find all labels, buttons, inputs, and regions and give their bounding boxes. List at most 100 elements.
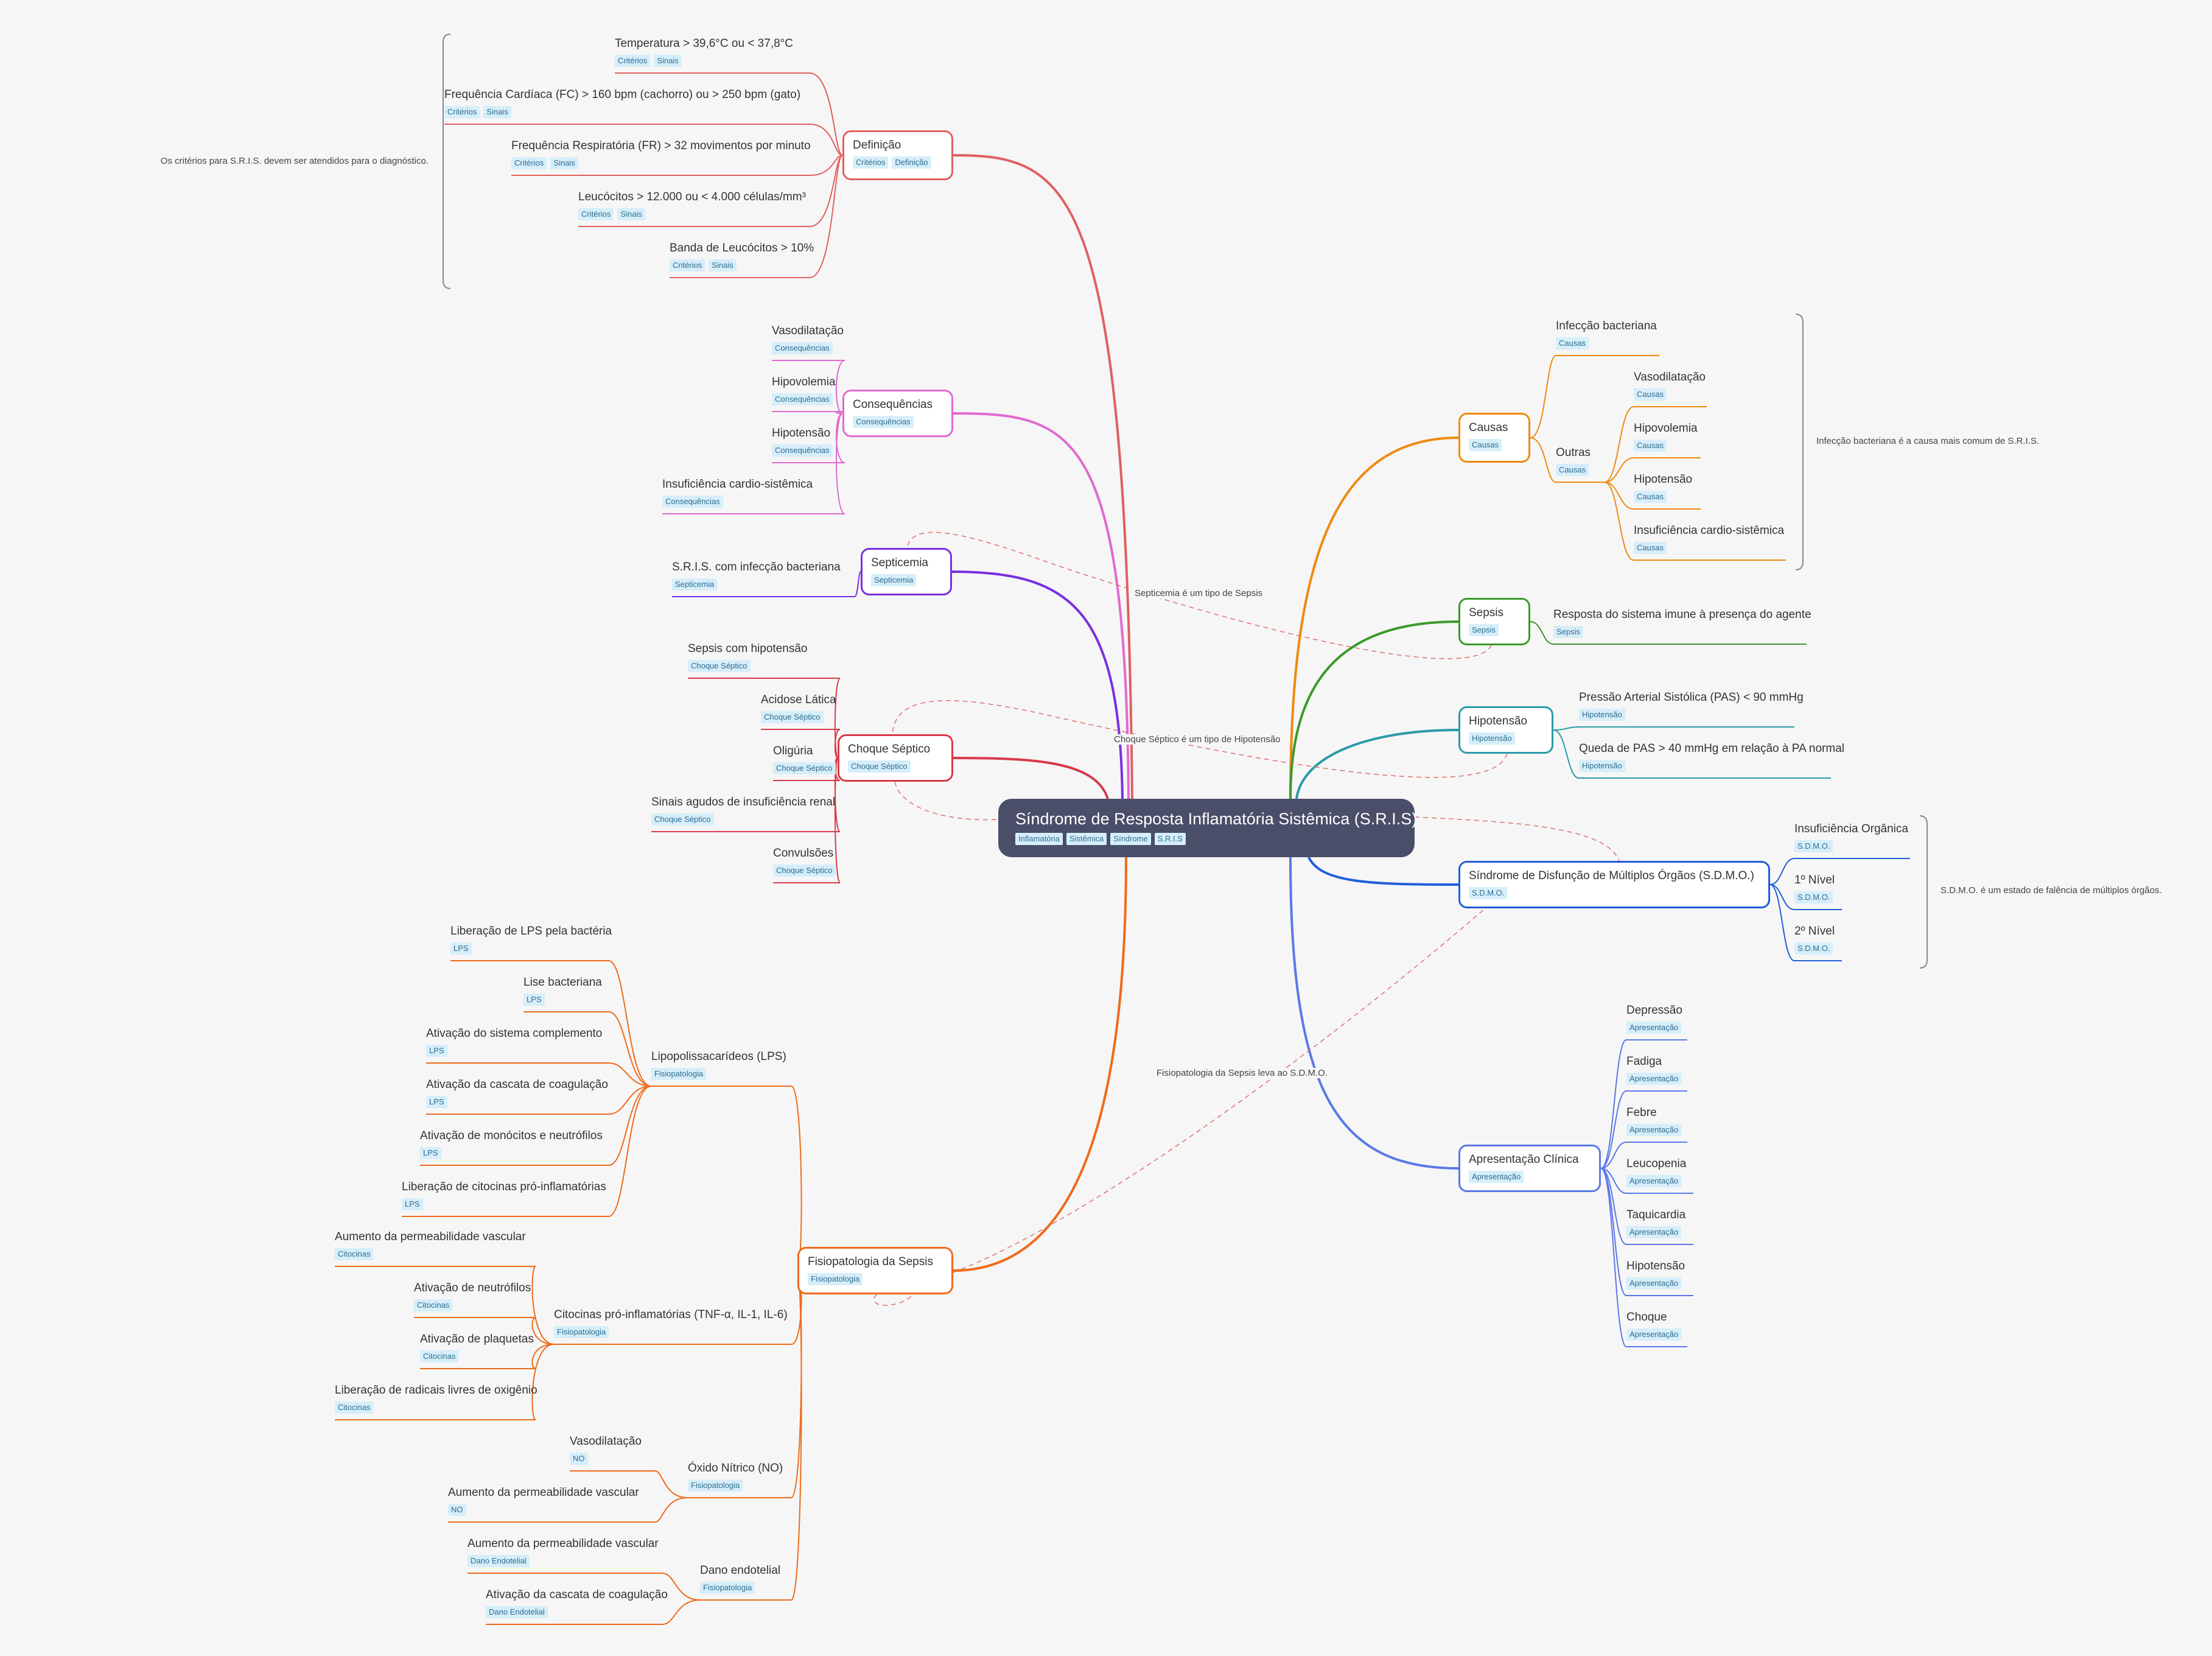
node-label: Ativação de plaquetas bbox=[420, 1333, 534, 1345]
tag-badge: NO bbox=[448, 1504, 466, 1516]
tag-badge: LPS bbox=[426, 1096, 447, 1108]
tag-badge: Apresentação bbox=[1469, 1171, 1524, 1183]
connector-line bbox=[608, 1011, 652, 1087]
tag-badge: Consequências bbox=[853, 416, 914, 428]
node-tags: LPS bbox=[402, 1198, 609, 1210]
tag-badge: Causas bbox=[1469, 439, 1502, 451]
tag-badge: Sinais bbox=[654, 55, 682, 67]
leaf-node[interactable]: Leucócitos > 12.000 ou < 4.000 células/m… bbox=[578, 190, 810, 220]
node-tags: Choque Séptico bbox=[651, 813, 840, 826]
tag-badge: S.D.M.O. bbox=[1794, 840, 1833, 852]
connector-line bbox=[1553, 726, 1580, 731]
node-tags: S.D.M.O. bbox=[1794, 891, 1842, 903]
leaf-node[interactable]: Frequência Respiratória (FR) > 32 movime… bbox=[511, 139, 811, 169]
node-label: Hipotensão bbox=[1626, 1260, 1685, 1272]
connector-line bbox=[1553, 729, 1580, 779]
tag-badge: Apresentação bbox=[1626, 1175, 1682, 1187]
tag-badge: Choque Séptico bbox=[761, 711, 824, 723]
node-label: Citocinas pró-inflamatórias (TNF-α, IL-1… bbox=[554, 1308, 788, 1321]
root-topic[interactable]: Síndrome de Resposta Inflamatória Sistêm… bbox=[998, 799, 1417, 857]
leaf-node[interactable]: Frequência Cardíaca (FC) > 160 bpm (cach… bbox=[444, 88, 810, 118]
leaf-node[interactable]: Citocinas pró-inflamatórias (TNF-α, IL-1… bbox=[554, 1308, 791, 1338]
node-tags: NO bbox=[448, 1504, 655, 1516]
tag-badge: LPS bbox=[426, 1045, 447, 1057]
leaf-node[interactable]: Queda de PAS > 40 mmHg em relação à PA n… bbox=[1579, 742, 1844, 772]
node-label: Depressão bbox=[1626, 1004, 1682, 1017]
node-label: Vasodilatação bbox=[1634, 371, 1706, 384]
leaf-node[interactable]: Resposta do sistema imune à presença do … bbox=[1553, 608, 1811, 638]
branch-line bbox=[1307, 857, 1459, 886]
node-label: Aumento da permeabilidade vascular bbox=[335, 1230, 526, 1243]
node-label: Febre bbox=[1626, 1106, 1657, 1119]
connector-line bbox=[1600, 1168, 1627, 1245]
leaf-node[interactable]: Lipopolissacarídeos (LPS)Fisiopatologia bbox=[651, 1050, 791, 1080]
tag-badge: Hipotensão bbox=[1469, 732, 1515, 745]
node-label: Frequência Cardíaca (FC) > 160 bpm (cach… bbox=[444, 88, 801, 101]
node-label: Ativação da cascata de coagulação bbox=[426, 1078, 608, 1091]
node-tags: LPS bbox=[426, 1096, 609, 1108]
leaf-node[interactable]: Liberação de radicais livres de oxigênio… bbox=[335, 1383, 537, 1414]
leaf-node[interactable]: Liberação de citocinas pró-inflamatórias… bbox=[402, 1180, 609, 1210]
connector-line bbox=[1600, 1168, 1627, 1347]
node-label: Insuficiência Orgânica bbox=[1794, 823, 1908, 835]
node-label: Frequência Respiratória (FR) > 32 movime… bbox=[511, 139, 811, 152]
leaf-node[interactable]: Óxido Nítrico (NO)Fisiopatologia bbox=[688, 1461, 791, 1492]
topic-box[interactable]: Síndrome de Disfunção de Múltiplos Órgão… bbox=[1458, 861, 1770, 908]
tag-badge: Consequências bbox=[772, 342, 833, 354]
node-label: Queda de PAS > 40 mmHg em relação à PA n… bbox=[1579, 742, 1844, 755]
node-label: Sepsis bbox=[1469, 606, 1504, 619]
node-tags: Apresentação bbox=[1469, 1171, 1591, 1183]
leaf-node[interactable]: Pressão Arterial Sistólica (PAS) < 90 mm… bbox=[1579, 690, 1804, 721]
